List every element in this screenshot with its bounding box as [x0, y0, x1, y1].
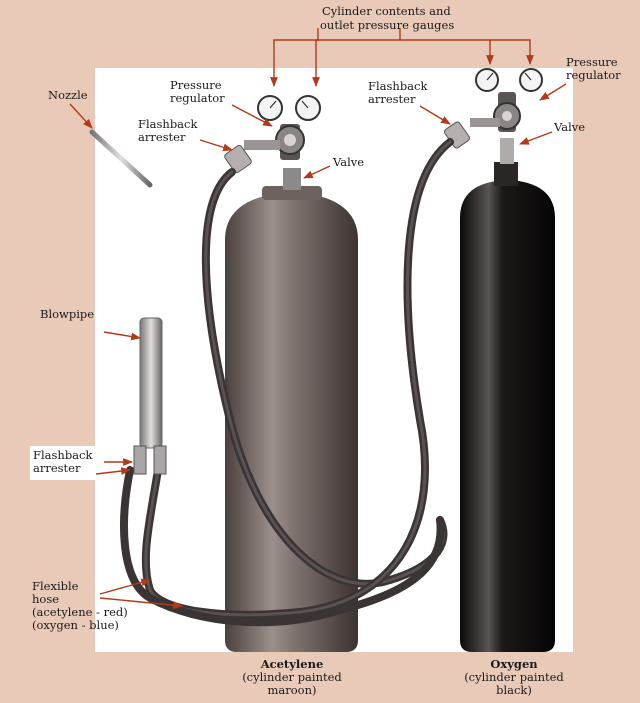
flashback-right-label-2: arrester	[368, 92, 416, 106]
gauges-arrows	[270, 28, 534, 87]
oxygen-regulator	[470, 68, 543, 164]
pressure-regulator-left-arrow	[231, 104, 273, 127]
hose-label-3: (acetylene - red)	[32, 605, 128, 619]
flexible-hoses	[120, 138, 454, 627]
valve-left-label: Valve	[332, 155, 364, 169]
hose-label-2: hose	[32, 592, 59, 606]
oxygen-title: Oxygen	[490, 657, 538, 671]
oxygen-subtitle-1: (cylinder painted	[464, 670, 564, 684]
nozzle-arrow	[69, 103, 93, 129]
acetylene-cylinder	[225, 168, 358, 652]
acetylene-subtitle-1: (cylinder painted	[242, 670, 342, 684]
flashback-blowpipe-label-1: Flashback	[33, 448, 93, 462]
hose-label-1: Flexible	[32, 579, 79, 593]
pressure-regulator-right-label-2: regulator	[566, 68, 621, 82]
oxygen-cylinder	[460, 162, 555, 652]
gauges-label-line1: Cylinder contents and	[322, 4, 451, 18]
acetylene-title: Acetylene	[260, 657, 324, 671]
oxygen-subtitle-2: black)	[496, 683, 532, 697]
acetylene-subtitle-2: maroon)	[268, 683, 317, 697]
valve-right-label: Valve	[553, 120, 585, 134]
gauges-label-line2: outlet pressure gauges	[320, 18, 454, 32]
nozzle-label: Nozzle	[48, 88, 88, 102]
flashback-right-arrow	[419, 105, 451, 125]
blowpipe-arrow	[103, 331, 141, 341]
pressure-regulator-left-label-2: regulator	[170, 91, 225, 105]
flashback-right-label-1: Flashback	[368, 79, 428, 93]
pressure-regulator-right-label-1: Pressure	[566, 55, 618, 69]
pressure-regulator-right-arrow	[539, 83, 567, 101]
hose-label-4: (oxygen - blue)	[32, 618, 119, 632]
flashback-left-label-2: arrester	[138, 130, 186, 144]
label-backdrop-flashback	[30, 446, 108, 480]
flashback-blowpipe-arrow-2	[95, 467, 131, 475]
pressure-regulator-left-label-1: Pressure	[170, 78, 222, 92]
valve-left-arrow	[303, 165, 331, 179]
blowpipe	[89, 129, 167, 475]
hose-arrow-1	[99, 578, 151, 595]
blowpipe-label: Blowpipe	[40, 307, 94, 321]
flashback-left-arrow	[199, 139, 233, 152]
flashback-left-label-1: Flashback	[138, 117, 198, 131]
flashback-blowpipe-label-2: arrester	[33, 461, 81, 475]
hose-arrow-2	[99, 597, 183, 610]
valve-right-arrow	[519, 131, 553, 145]
